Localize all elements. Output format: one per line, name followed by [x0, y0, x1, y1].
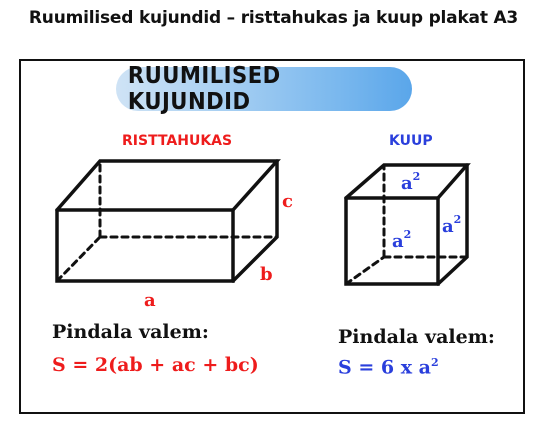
cuboid-top-face [55, 159, 281, 212]
cube-top-face [344, 163, 471, 200]
page-title: Ruumilised kujundid – risttahukas ja kuu… [28, 8, 519, 28]
cube-title: KUUP [389, 133, 433, 149]
cuboid-drawing [55, 159, 281, 283]
cube-formula-label: Pindala valem: [338, 326, 495, 348]
cuboid-front-face [55, 208, 235, 283]
cube-formula: S = 6 x a2 [338, 356, 439, 378]
cuboid-side-face [231, 159, 279, 283]
cuboid-formula-label: Pindala valem: [52, 321, 209, 343]
banner: RUUMILISED KUJUNDID [116, 63, 412, 115]
cuboid-label-c: c [282, 191, 293, 212]
cube-hidden-edge [344, 255, 386, 286]
cuboid-label-b: b [260, 264, 273, 285]
cuboid-label-a: a [144, 290, 156, 311]
cube-side-label: a2 [442, 213, 461, 237]
cuboid-title: RISTTAHUKAS [122, 133, 233, 149]
cuboid-hidden-edge [55, 235, 102, 283]
cuboid-formula: S = 2(ab + ac + bc) [52, 354, 259, 376]
cube-formula-exponent: 2 [430, 356, 439, 369]
cube-formula-base: S = 6 x a [338, 356, 431, 379]
cube-front-label: a2 [392, 228, 411, 252]
poster: RUUMILISED KUJUNDID RISTTAHUKAS KUUP a b… [19, 59, 525, 414]
cube-top-label: a2 [401, 170, 420, 194]
cube-side-face [436, 163, 469, 286]
shapes-diagram: a b c a2 a2 a2 [55, 159, 471, 311]
banner-title: RUUMILISED KUJUNDID [127, 63, 281, 115]
cube-drawing [344, 163, 471, 286]
